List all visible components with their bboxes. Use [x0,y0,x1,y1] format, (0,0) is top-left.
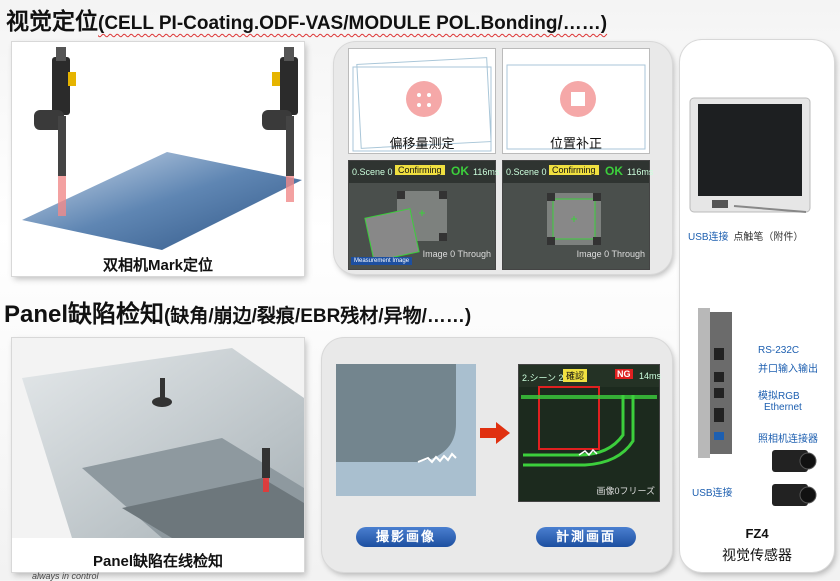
screen-footer: Image 0 Through [576,249,645,259]
time-label: 116ms [473,167,500,177]
measurement-image-badge: Measurement Image [351,257,413,265]
usb-side-label: USB连接 [692,488,733,499]
scene-label: 2.シーン 2 [522,373,564,383]
ok-indicator: OK [451,164,469,178]
scene-label: 0.Scene 0 [352,167,393,177]
defect-inspection-panel: Panel缺陷在线检知 [12,338,304,572]
time-label: 14ms [639,371,662,381]
measure-screen: 2.シーン 2 確認 NG 14ms 画像0フリーズ [518,364,662,502]
dual-camera-illustration [22,47,302,250]
usb-top-label: USB连接 [688,232,729,243]
correction-view: 位置补正 [502,48,650,154]
analog-rgb-label: 模拟RGB [758,391,800,402]
camera-units-image [772,450,817,506]
status-badge: Confirming [395,165,445,175]
defect-measure-panel: 2.シーン 2 確認 NG 14ms 画像0フリーズ 撮影画像 計測画面 [322,338,672,572]
title-main: Panel缺陷检知 [4,301,165,328]
status-badge: Confirming [549,165,599,175]
time-label: 116ms [627,167,654,177]
dual-camera-caption: 双相机Mark定位 [102,257,214,274]
inline-inspection-illustration [12,338,304,538]
section-title-panel-defect: Panel缺陷检知(缺角/崩边/裂痕/EBR残材/异物/……) [4,294,471,329]
arrow-right-icon [480,422,510,444]
offset-label: 偏移量测定 [389,136,455,151]
defect-inspection-caption: Panel缺陷在线检知 [92,553,224,570]
footer-slogan: always in control [32,571,99,581]
tab-captured-image[interactable]: 撮影画像 [356,527,456,547]
ok-indicator: OK [605,164,623,178]
screen-footer: 画像0フリーズ [596,486,655,496]
screen-footer: Image 0 Through [422,249,491,259]
parallel-io-label: 并口输入输出 [758,364,818,375]
correction-measure-screen: 0.Scene 0 Confirming OK 116ms Image 0 Th… [502,160,654,270]
section-title-vision-positioning: 视觉定位(CELL PI-Coating.ODF-VAS/MODULE POL.… [6,2,607,36]
fz4-controller-image [689,97,811,213]
stylus-label: 点触笔（附件） [733,232,804,243]
scene-label: 0.Scene 0 [506,167,547,177]
tab-measure-screen[interactable]: 計測画面 [536,527,636,547]
fz4-device-panel: USB连接 点触笔（附件） RS-232C 并口输入输出 模拟RGB Ether… [680,40,834,572]
offset-view: 偏移量测定 [348,48,496,154]
offset-correction-panel: 偏移量测定 位置补正 0.Scene 0 Confirming OK 116ms… [334,42,672,274]
title-main: 视觉定位 [6,8,98,34]
camera-right-icon [262,47,298,202]
fz4-side-view [698,308,732,458]
correction-label: 位置补正 [549,136,602,151]
dual-camera-panel: 双相机Mark定位 [12,42,304,276]
rs232-label: RS-232C [758,345,800,356]
camera-left-icon [34,47,76,216]
device-name-label: 视觉传感器 [722,547,792,563]
title-sub: (CELL PI-Coating.ODF-VAS/MODULE POL.Bond… [98,13,608,34]
camera-connector-label: 照相机连接器 [758,434,818,445]
ethernet-label: Ethernet [764,402,802,413]
status-badge: 確認 [563,369,588,382]
title-sub: (缺角/崩边/裂痕/EBR残材/异物/……) [164,306,472,327]
model-label: FZ4 [745,526,769,541]
captured-image [336,364,476,496]
offset-measure-screen: 0.Scene 0 Confirming OK 116ms Measuremen… [348,160,500,270]
ng-indicator: NG [615,369,633,379]
